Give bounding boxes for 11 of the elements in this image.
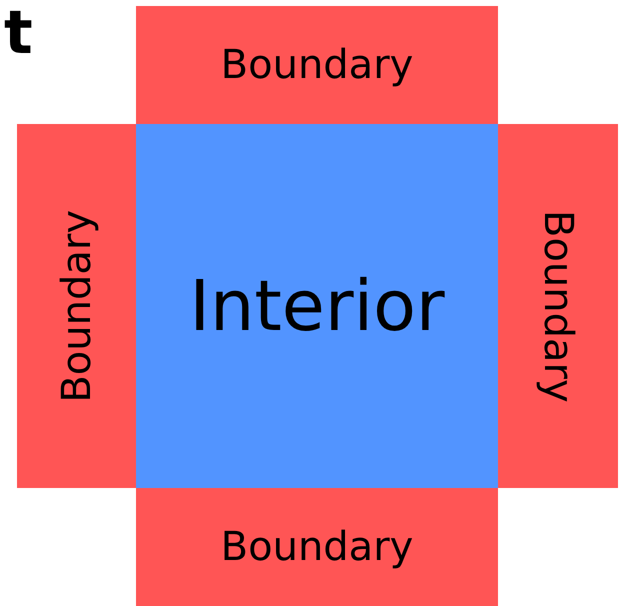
boundary-band bbox=[136, 6, 498, 124]
interior-region bbox=[136, 124, 498, 488]
band-label: Boundary bbox=[220, 524, 414, 570]
boundary-band bbox=[498, 124, 618, 488]
boundary-band bbox=[17, 124, 136, 488]
region-label: Interior bbox=[189, 265, 445, 347]
band-label: Boundary bbox=[220, 42, 414, 88]
boundary-band bbox=[136, 488, 498, 606]
band-label: Boundary bbox=[535, 210, 581, 402]
band-label: Boundary bbox=[54, 210, 100, 402]
title-fragment: t bbox=[4, 0, 33, 66]
